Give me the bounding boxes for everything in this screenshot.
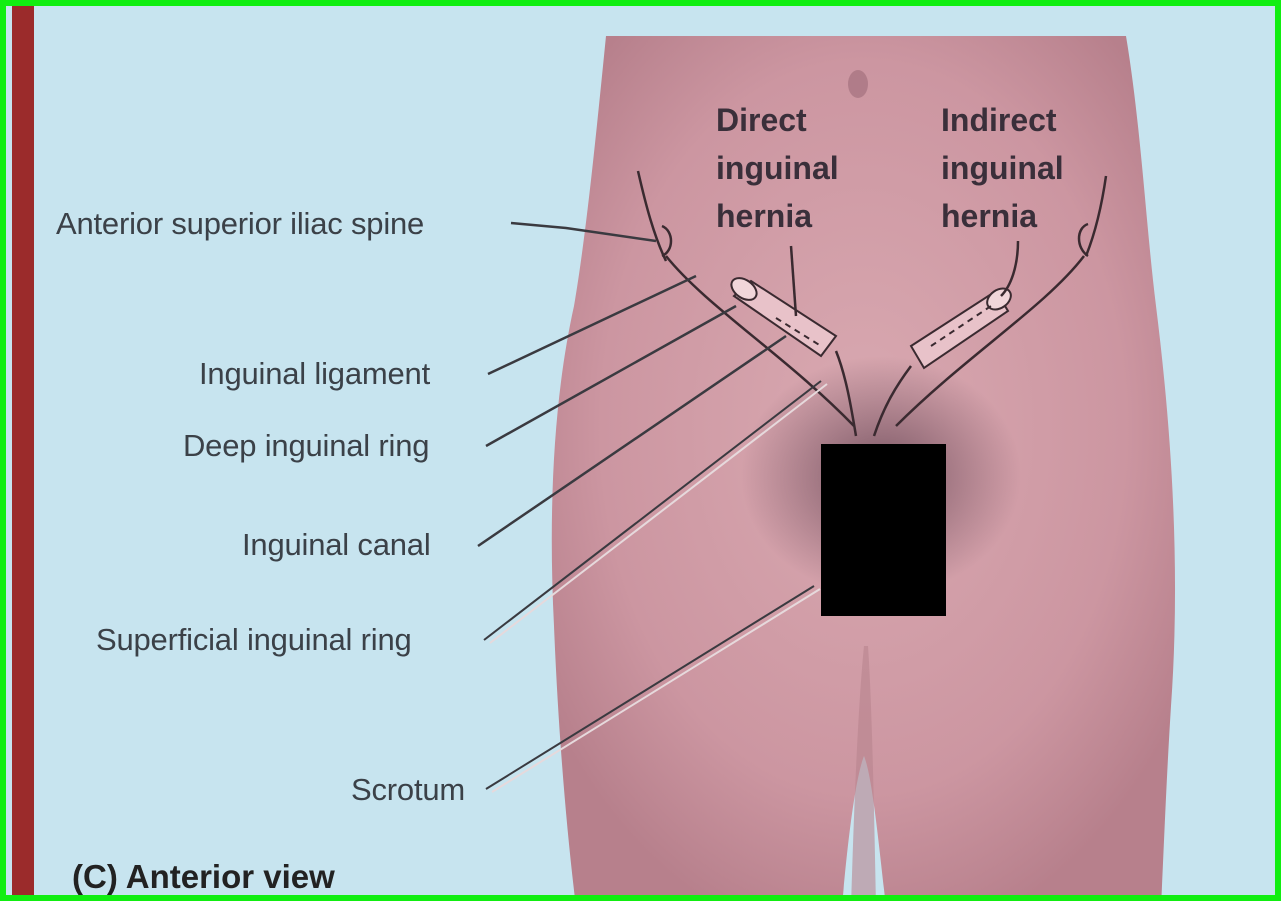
label-indirect-inguinal-hernia: Indirect inguinal hernia	[941, 96, 1064, 240]
label-inguinal-canal: Inguinal canal	[242, 529, 431, 560]
label-inguinal-ligament: Inguinal ligament	[199, 358, 430, 389]
label-anterior-superior-iliac-spine: Anterior superior iliac spine	[56, 208, 424, 239]
censor-block	[821, 444, 946, 616]
label-scrotum: Scrotum	[351, 774, 465, 805]
label-direct-inguinal-hernia: Direct inguinal hernia	[716, 96, 839, 240]
navel	[848, 70, 868, 98]
label-deep-inguinal-ring: Deep inguinal ring	[183, 430, 429, 461]
figure-caption: (C) Anterior view	[72, 858, 335, 896]
label-superficial-inguinal-ring: Superficial inguinal ring	[96, 624, 412, 655]
